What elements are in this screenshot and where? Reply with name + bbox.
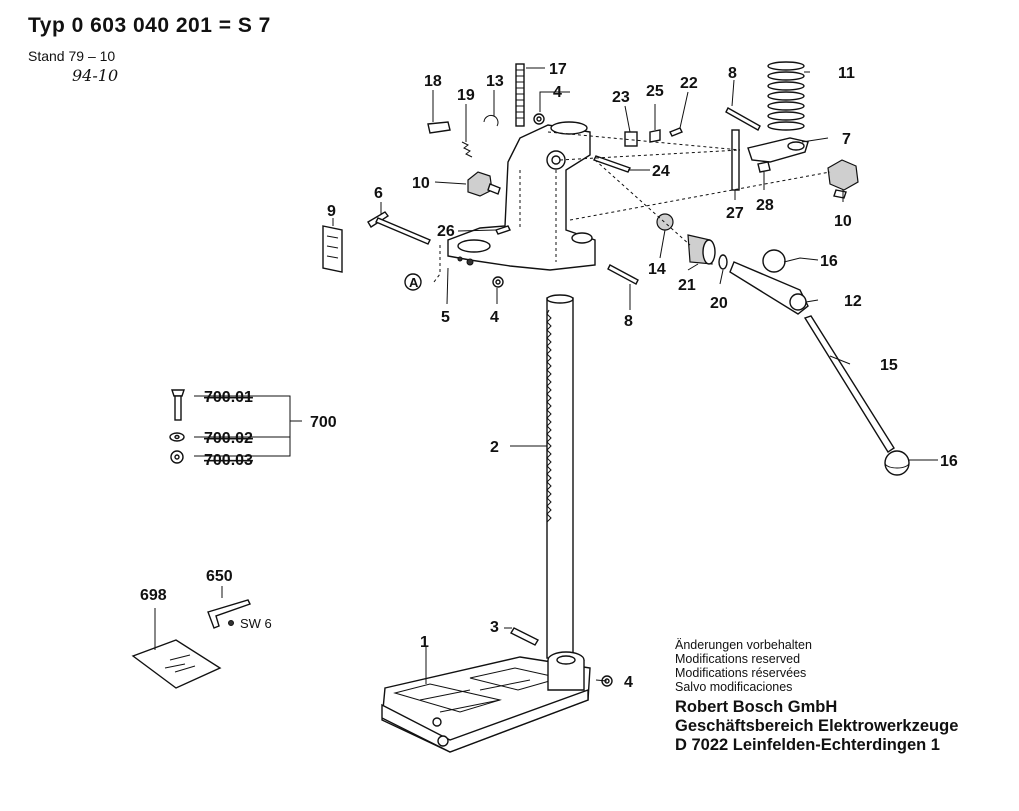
small-screw-part-22 xyxy=(669,127,683,137)
label-9: 9 xyxy=(327,203,336,220)
label-10-right: 10 xyxy=(834,213,852,230)
spring-part-11 xyxy=(767,61,805,131)
screw-part-3 xyxy=(510,627,539,646)
label-650: 650 xyxy=(206,568,233,585)
label-2: 2 xyxy=(490,439,499,456)
head-casting-part xyxy=(447,121,596,271)
handwritten-date: 94-10 xyxy=(72,66,119,85)
diagram-title: Typ 0 603 040 201 = S 7 xyxy=(28,14,271,37)
t-bolt-part-6 xyxy=(367,211,431,245)
gear-part-21 xyxy=(687,234,716,265)
label-700-02: 700.02 xyxy=(204,430,253,447)
label-19: 19 xyxy=(457,87,475,104)
kit-700-parts xyxy=(169,389,185,464)
threaded-rod-part-17 xyxy=(515,63,525,127)
label-11: 11 xyxy=(838,65,855,82)
note-line: Änderungen vorbehalten xyxy=(675,638,812,652)
handle-rod-part-15 xyxy=(803,315,895,453)
bracket-part-7 xyxy=(747,137,809,163)
label-3: 3 xyxy=(490,619,499,636)
ring-part-20 xyxy=(718,254,728,270)
part-labels: 1 2 3 4 4 4 5 6 7 8 8 9 10 10 11 12 13 1… xyxy=(140,61,958,691)
screw-part-24 xyxy=(593,155,631,173)
allen-key-part-650 xyxy=(207,599,251,629)
key-part-18 xyxy=(427,121,451,134)
company-address: Robert Bosch GmbH Geschäftsbereich Elekt… xyxy=(675,698,958,755)
label-26: 26 xyxy=(437,223,455,240)
label-24: 24 xyxy=(652,163,670,180)
hub-part-12 xyxy=(729,261,809,315)
screw-part-8 xyxy=(607,107,761,285)
note-line: Modifications reserved xyxy=(675,652,801,666)
leader-lines xyxy=(154,67,938,684)
label-700: 700 xyxy=(310,414,337,431)
callout-a-label: A xyxy=(409,275,419,290)
label-14: 14 xyxy=(648,261,666,278)
label-700-03: 700.03 xyxy=(204,452,253,469)
column-part xyxy=(546,294,574,659)
label-28: 28 xyxy=(756,197,774,214)
clip-part-13 xyxy=(483,114,499,127)
label-8-top: 8 xyxy=(728,65,737,82)
base-plate-part xyxy=(381,651,591,753)
revision-stand: Stand 79 – 10 xyxy=(28,48,116,64)
company-name: Robert Bosch GmbH xyxy=(675,698,838,716)
label-22: 22 xyxy=(680,75,698,92)
note-line: Salvo modificaciones xyxy=(675,680,793,694)
label-27: 27 xyxy=(726,205,744,222)
label-13: 13 xyxy=(486,73,504,90)
label-698: 698 xyxy=(140,587,167,604)
label-8-bottom: 8 xyxy=(624,313,633,330)
note-line: Modifications réservées xyxy=(675,666,807,680)
label-5: 5 xyxy=(441,309,450,326)
screw-part-28 xyxy=(757,161,771,173)
label-7: 7 xyxy=(842,131,851,148)
label-17: 17 xyxy=(549,61,567,78)
rod-part-27 xyxy=(731,129,740,191)
booklet-part-698 xyxy=(131,639,222,689)
label-sw6: SW 6 xyxy=(240,616,272,631)
plate-part-25 xyxy=(649,129,661,143)
label-20: 20 xyxy=(710,295,728,312)
label-25: 25 xyxy=(646,83,664,100)
bushing-part-23 xyxy=(624,131,638,147)
label-16-top: 16 xyxy=(820,253,838,270)
label-4-top: 4 xyxy=(553,84,562,101)
label-16-bottom: 16 xyxy=(940,453,958,470)
callout-a-circle xyxy=(404,273,422,291)
knob-part-10 xyxy=(467,159,859,199)
pin-part-26 xyxy=(495,225,511,235)
ball-knob-part-16 xyxy=(762,249,910,476)
company-location: D 7022 Leinfelden-Echterdingen 1 xyxy=(675,736,940,754)
pinion-part-14 xyxy=(656,213,674,231)
small-spring-part-19 xyxy=(461,141,473,158)
label-700-01: 700.01 xyxy=(204,389,253,406)
label-1: 1 xyxy=(420,634,429,651)
label-4-head: 4 xyxy=(490,309,499,326)
label-18: 18 xyxy=(424,73,442,90)
label-plate-part-9 xyxy=(322,225,343,273)
label-10-left: 10 xyxy=(412,175,430,192)
modification-notes: Änderungen vorbehalten Modifications res… xyxy=(675,638,812,694)
label-15: 15 xyxy=(880,357,898,374)
label-21: 21 xyxy=(678,277,696,294)
company-division: Geschäftsbereich Elektrowerkzeuge xyxy=(675,717,959,735)
label-23: 23 xyxy=(612,89,630,106)
label-4-base: 4 xyxy=(624,674,633,691)
label-6: 6 xyxy=(374,185,383,202)
label-12: 12 xyxy=(844,293,862,310)
